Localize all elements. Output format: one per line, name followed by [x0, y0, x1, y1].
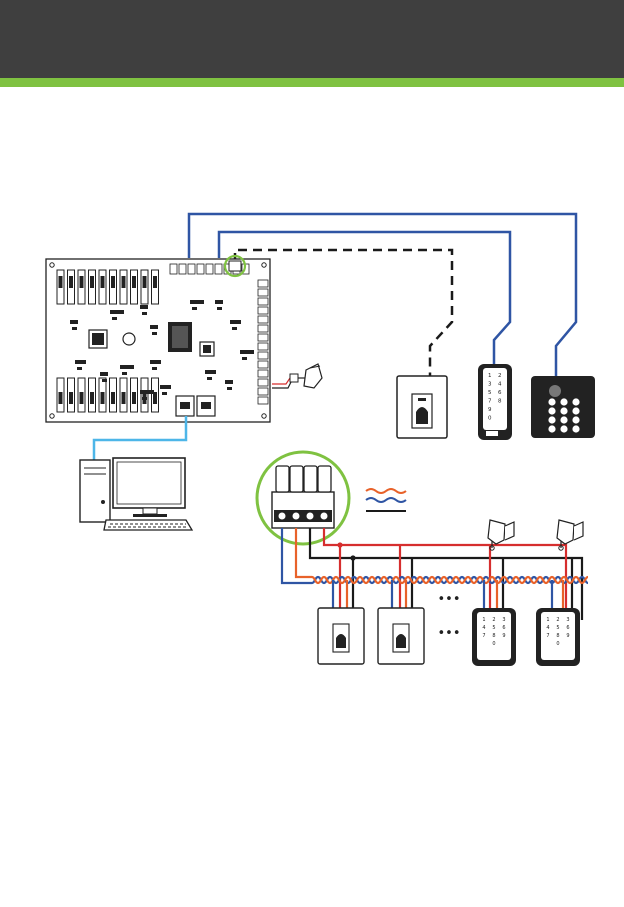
svg-text:7: 7 — [488, 399, 492, 405]
fingerprint-reader-icon — [318, 608, 364, 664]
svg-text:9: 9 — [488, 407, 492, 413]
svg-text:4: 4 — [498, 382, 502, 388]
svg-text:7: 7 — [482, 633, 485, 639]
fingerprint-reader-icon — [378, 608, 424, 664]
svg-text:4: 4 — [546, 625, 549, 631]
svg-text:9: 9 — [502, 633, 505, 639]
wire-legend — [366, 489, 406, 511]
svg-text:5: 5 — [556, 625, 559, 631]
svg-text:3: 3 — [502, 617, 505, 623]
access-control-panel — [46, 259, 270, 422]
power-adapter-bus-2 — [557, 520, 583, 550]
svg-text:6: 6 — [566, 625, 569, 631]
svg-text:1: 1 — [546, 617, 549, 623]
ellipsis-upper: ••• — [437, 592, 460, 607]
svg-text:1: 1 — [482, 617, 485, 623]
svg-text:6: 6 — [502, 625, 505, 631]
svg-text:5: 5 — [488, 390, 492, 396]
svg-text:8: 8 — [498, 399, 502, 405]
network-cable — [94, 416, 186, 462]
keypad-reader-icon: 1 2 3 4 5 6 7 8 9 0 — [536, 608, 580, 666]
bus-wiring — [282, 528, 588, 620]
svg-text:0: 0 — [488, 416, 492, 422]
svg-text:4: 4 — [482, 625, 485, 631]
square-keypad-reader-icon — [531, 376, 595, 438]
svg-text:9: 9 — [566, 633, 569, 639]
svg-text:2: 2 — [498, 373, 502, 379]
terminal-block — [272, 466, 334, 528]
svg-text:2: 2 — [556, 617, 559, 623]
svg-text:3: 3 — [566, 617, 569, 623]
fingerprint-reader-icon — [397, 376, 447, 438]
svg-text:0: 0 — [556, 641, 559, 647]
keypad-reader-icon: 1 2 3 4 5 6 7 8 9 0 — [472, 608, 516, 666]
svg-text:1: 1 — [488, 373, 492, 379]
desktop-computer — [80, 458, 192, 530]
svg-text:7: 7 — [546, 633, 549, 639]
svg-text:5: 5 — [492, 625, 495, 631]
ellipsis-lower: ••• — [437, 626, 460, 641]
svg-text:3: 3 — [488, 382, 492, 388]
power-adapter-panel — [272, 364, 322, 388]
svg-text:6: 6 — [498, 390, 502, 396]
svg-text:8: 8 — [556, 633, 559, 639]
svg-text:8: 8 — [492, 633, 495, 639]
svg-text:0: 0 — [492, 641, 495, 647]
svg-text:2: 2 — [492, 617, 495, 623]
